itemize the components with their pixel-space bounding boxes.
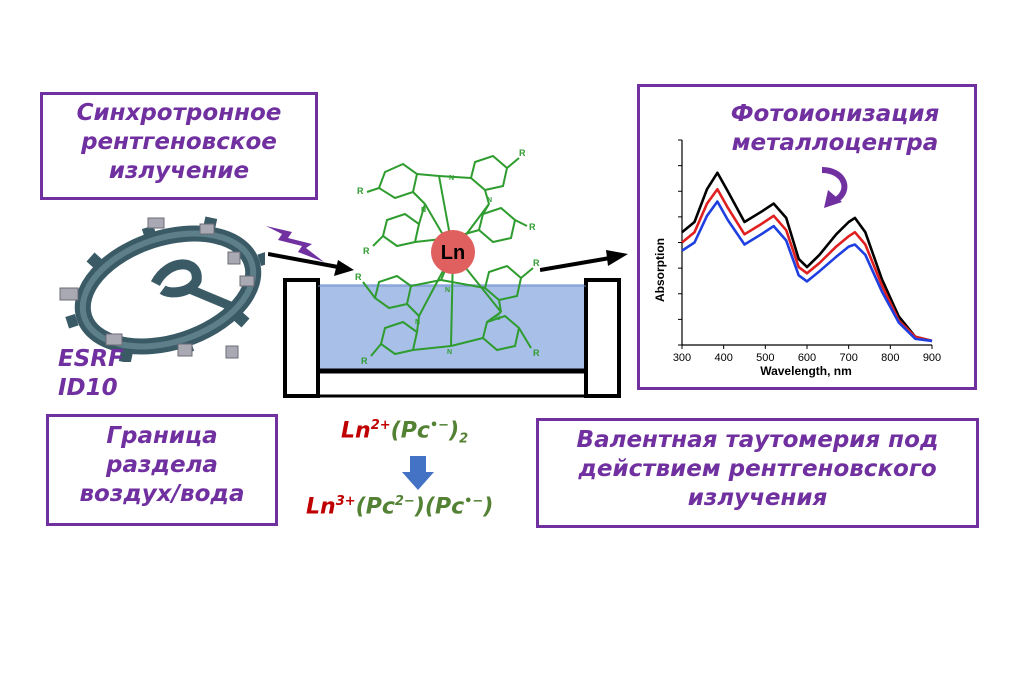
formula-top-ln-charge: 2+ <box>370 418 391 433</box>
tautomerism-label: Валентная таутомерия под действием рентг… <box>540 426 975 512</box>
beamline-name: ID10 <box>58 374 118 401</box>
formula-top-pc-charge: •− <box>429 418 450 433</box>
double-decker-molecule: R R R R R R R R N N N N N N N N Ln <box>355 148 540 366</box>
langmuir-trough <box>283 278 621 398</box>
substituent-r-4: R <box>529 222 536 232</box>
arrow-out <box>540 250 628 272</box>
substituent-r-3: R <box>363 246 370 256</box>
formula-ln3-state: Ln3+(Pc2−)(Pc•−) <box>306 494 493 519</box>
formula-bottom-ln: Ln <box>306 494 336 520</box>
x-axis-label: Wavelength, nm <box>760 364 852 378</box>
ring-n-6: N <box>415 319 420 326</box>
formula-ln2-state: Ln2+(Pc•−)2 <box>341 418 468 447</box>
tautomerism-line-2: действием рентгеновского <box>578 455 937 482</box>
photoionization-label: Фотоионизация металлоцентра <box>700 100 970 158</box>
ring-n-5: N <box>445 287 450 294</box>
x-tick-label: 500 <box>756 352 774 364</box>
substituent-r-2: R <box>519 148 526 158</box>
ln-center-atom <box>431 230 475 274</box>
substituent-r-1: R <box>357 186 364 196</box>
formula-bottom-pc2-close: ) <box>483 494 494 520</box>
photoionization-line-1: Фотоионизация <box>730 101 940 127</box>
rotation-arrow-icon <box>821 167 848 208</box>
substituent-r-7: R <box>361 356 368 366</box>
formula-top-ln: Ln <box>341 418 371 444</box>
formula-top-count: 2 <box>459 431 469 447</box>
substituent-r-5: R <box>355 272 362 282</box>
ring-n-1: N <box>449 175 454 182</box>
arrow-in <box>268 252 354 276</box>
facility-label: ESRF ID10 <box>58 345 158 403</box>
synchrotron-line-3: излучение <box>108 157 250 184</box>
left-barrier <box>283 278 320 398</box>
ln-center-label: Ln <box>441 242 465 264</box>
formula-bottom-pc1-charge: 2− <box>394 494 415 509</box>
formula-bottom-pc2-charge: •− <box>464 494 484 509</box>
interface-line-1: Граница <box>106 423 218 449</box>
tautomerism-box <box>536 418 979 528</box>
ring-gear <box>65 216 265 362</box>
top-phthalocyanine <box>366 154 528 253</box>
tautomerism-line-3: излучения <box>687 484 828 511</box>
x-tick-label: 800 <box>881 352 899 364</box>
lightning-icon <box>266 226 324 262</box>
chart-axes: 300 400 500 600 700 800 900 <box>673 139 941 364</box>
x-tick-label: 400 <box>714 352 732 364</box>
interface-label: Граница раздела воздух/вода <box>50 422 274 508</box>
ring-n-7: N <box>495 315 500 322</box>
substituent-r-6: R <box>533 258 540 268</box>
synchrotron-ring-illustration <box>59 216 265 362</box>
transition-down-arrow-icon <box>402 456 434 490</box>
absorption-spectrum-chart: 300 400 500 600 700 800 900 Absorption Wavelen… <box>653 139 941 378</box>
synchrotron-label: Синхротронное рентгеновское излучение <box>44 99 314 185</box>
interface-line-3: воздух/вода <box>79 480 245 507</box>
interface-box <box>46 414 278 526</box>
right-barrier <box>584 278 621 398</box>
ring-n-2: N <box>421 207 426 214</box>
interface-line-2: раздела <box>106 451 218 478</box>
formula-top-pc-open: (Pc <box>390 418 430 444</box>
ring-n-8: N <box>447 349 452 356</box>
facility-name: ESRF <box>58 346 124 372</box>
x-tick-label: 600 <box>798 352 816 364</box>
synchrotron-line-1: Синхротронное <box>76 100 282 126</box>
formula-bottom-ln-charge: 3+ <box>335 494 356 509</box>
x-tick-label: 700 <box>839 352 857 364</box>
photoionization-line-2: металлоцентра <box>731 129 939 156</box>
ring-n-3: N <box>487 197 492 204</box>
synchrotron-box <box>40 92 318 200</box>
beamline-blocks <box>59 217 255 359</box>
spectrum-series-2 <box>681 187 933 343</box>
formula-top-pc-close: ) <box>449 418 460 444</box>
synchrotron-line-2: рентгеновское <box>81 128 277 155</box>
spectrum-series-1 <box>681 171 933 343</box>
x-tick-label: 300 <box>673 352 691 364</box>
y-axis-label: Absorption <box>653 238 667 302</box>
chart-series <box>681 171 933 343</box>
x-tick-label: 900 <box>923 352 941 364</box>
substituent-r-8: R <box>533 348 540 358</box>
spectrum-series-3 <box>681 200 933 343</box>
formula-bottom-pc2-open: (Pc <box>424 494 465 520</box>
formula-bottom-pc1-close: ) <box>414 494 425 520</box>
tautomerism-line-1: Валентная таутомерия под <box>576 427 939 453</box>
formula-bottom-pc1-open: (Pc <box>355 494 395 520</box>
